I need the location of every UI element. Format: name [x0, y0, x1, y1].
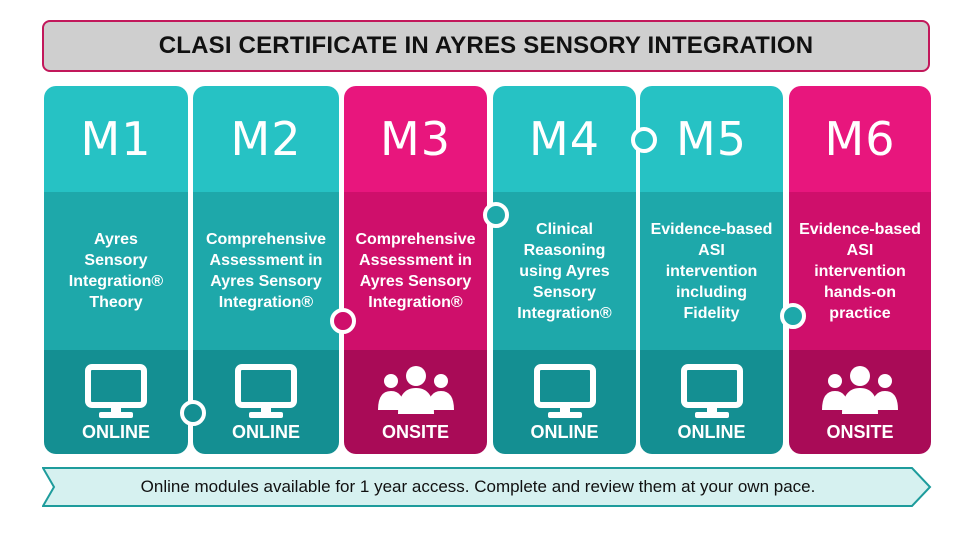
- footer-text-wrap: Online modules available for 1 year acce…: [42, 467, 932, 507]
- title-banner: CLASI CERTIFICATE IN AYRES SENSORY INTEG…: [42, 20, 930, 72]
- module-delivery-panel: ONLINE: [193, 350, 339, 454]
- monitor-icon: [679, 364, 745, 424]
- puzzle-connector-knob: [483, 202, 509, 228]
- module-delivery-panel: ONSITE: [789, 350, 931, 454]
- delivery-mode-label: ONLINE: [81, 422, 150, 442]
- delivery-mode-label: ONSITE: [826, 422, 894, 442]
- delivery-mode-label: ONLINE: [530, 422, 599, 442]
- monitor-icon: [233, 364, 299, 424]
- module-title-panel: Comprehensive Assessment in Ayres Sensor…: [344, 192, 487, 350]
- module-header: M3: [344, 86, 487, 192]
- module-title: Clinical Reasoning using Ayres Sensory I…: [517, 220, 612, 322]
- module-title-panel: Evidence-based ASI intervention hands-on…: [789, 192, 931, 350]
- people-icon: [377, 364, 455, 420]
- page-title: CLASI CERTIFICATE IN AYRES SENSORY INTEG…: [158, 32, 814, 59]
- module-code: M1: [80, 112, 152, 166]
- puzzle-connector-knob: [631, 127, 657, 153]
- module-delivery-panel: ONLINE: [493, 350, 636, 454]
- delivery-mode-label: ONLINE: [231, 422, 300, 442]
- module-title-panel: Comprehensive Assessment in Ayres Sensor…: [193, 192, 339, 350]
- module-code: M2: [230, 112, 302, 166]
- monitor-icon: [532, 364, 598, 424]
- monitor-icon: [235, 364, 297, 418]
- module-title-panel: Ayres Sensory Integration® Theory: [44, 192, 188, 350]
- monitor-icon: [680, 364, 743, 418]
- footer-text: Online modules available for 1 year acce…: [140, 477, 816, 496]
- module-delivery-panel: ONSITE: [344, 350, 487, 454]
- module-title: Ayres Sensory Integration® Theory: [68, 231, 164, 311]
- module-header: M6: [789, 86, 931, 192]
- monitor-icon: [83, 364, 149, 424]
- monitor-icon: [533, 364, 596, 418]
- module-code: M5: [676, 112, 747, 166]
- people-icon: [821, 364, 899, 420]
- module-title: Evidence-based ASI intervention hands-on…: [799, 220, 921, 322]
- module-code: M3: [380, 112, 451, 166]
- delivery-mode-label: ONSITE: [381, 422, 449, 442]
- puzzle-connector-knob: [180, 400, 206, 426]
- puzzle-connector-knob: [330, 308, 356, 334]
- module-header: M4: [493, 86, 636, 192]
- footer-arrow-shape: [42, 467, 932, 507]
- module-title-panel: Evidence-based ASI intervention includin…: [640, 192, 783, 350]
- module-delivery-panel: ONLINE: [640, 350, 783, 454]
- module-header: M5: [640, 86, 783, 192]
- monitor-icon: [85, 364, 147, 418]
- people-icon: [377, 366, 454, 414]
- module-title: Evidence-based ASI intervention includin…: [650, 220, 773, 322]
- people-icon: [822, 366, 898, 414]
- footer-banner: [42, 467, 932, 507]
- module-code: M4: [529, 112, 600, 166]
- module-title: Comprehensive Assessment in Ayres Sensor…: [205, 231, 327, 311]
- module-header: M1: [44, 86, 188, 192]
- module-delivery-panel: ONLINE: [44, 350, 188, 454]
- module-title-panel: Clinical Reasoning using Ayres Sensory I…: [493, 192, 636, 350]
- puzzle-connector-knob: [780, 303, 806, 329]
- delivery-mode-label: ONLINE: [677, 422, 746, 442]
- module-header: M2: [193, 86, 339, 192]
- module-code: M6: [824, 112, 896, 166]
- module-title: Comprehensive Assessment in Ayres Sensor…: [355, 231, 476, 311]
